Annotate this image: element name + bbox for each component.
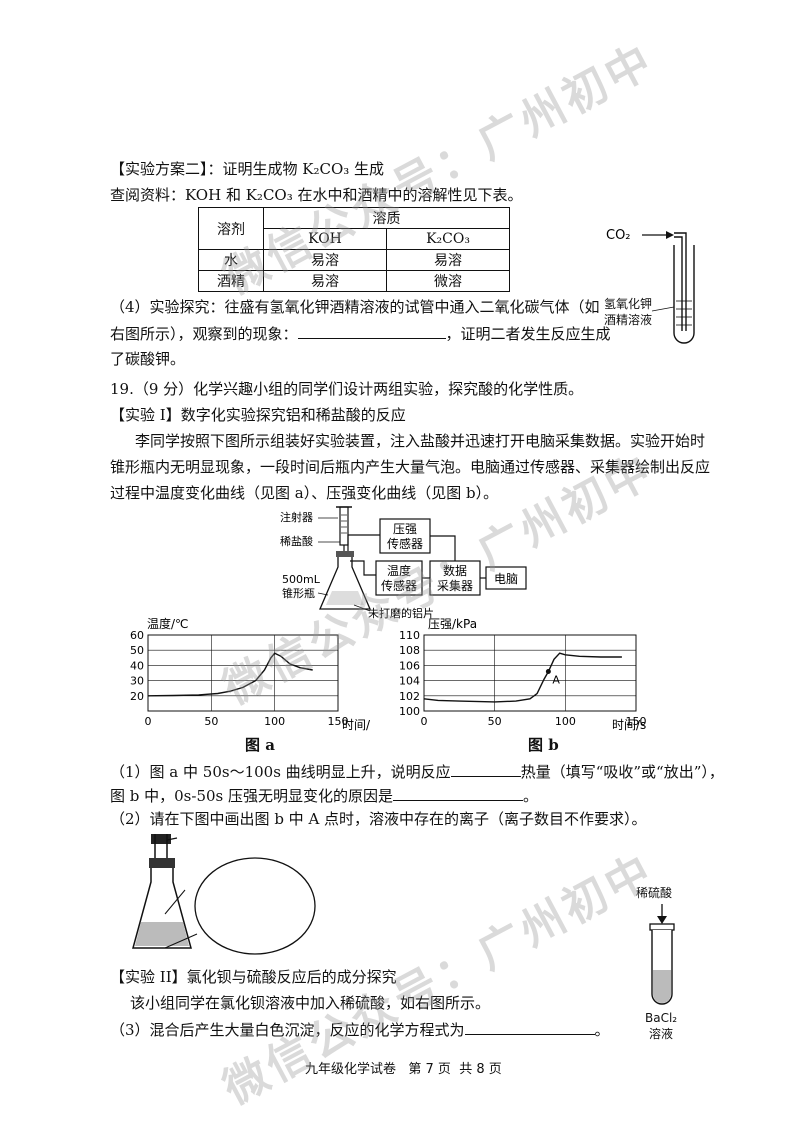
gas-tube bbox=[674, 232, 687, 331]
q2-text: （2）请在下图中画出图 b 中 A 点时，溶液中存在的离子（离子数目不作要求）。 bbox=[110, 810, 647, 828]
foil-label: 未打磨的铝片 bbox=[368, 606, 434, 620]
reference-text: 查阅资料：KOH 和 K₂CO₃ 在水中和酒精中的溶解性见下表。 bbox=[110, 186, 523, 204]
q4-line3: 了碳酸钾。 bbox=[110, 350, 186, 368]
y-tick-label: 108 bbox=[399, 644, 420, 657]
q4-line1: （4）实验探究：往盛有氢氧化钾酒精溶液的试管中通入二氧化碳气体（如 bbox=[110, 298, 600, 316]
exp2-title: 【实验 II】氯化钡与硫酸反应后的成分探究 bbox=[110, 968, 397, 986]
temp-sensor-label-1: 温度 bbox=[387, 563, 411, 578]
chart-b-ylabel: 压强/kPa bbox=[428, 617, 477, 631]
apparatus-diagram: 压强 传感器 温度 传感器 数据 采集器 电脑 注射器 稀盐酸 500mL 锥形… bbox=[280, 506, 527, 620]
y-tick-label: 110 bbox=[399, 629, 420, 642]
tube-liquid-label: 氢氧化钾 酒精溶液 bbox=[604, 297, 653, 327]
x-tick-label: 50 bbox=[204, 715, 218, 728]
flask-zoom-figure bbox=[132, 834, 316, 955]
table-row: 酒精 易溶 微溶 bbox=[198, 270, 510, 292]
x-tick-label: 50 bbox=[488, 715, 502, 728]
exp1-p2: 锥形瓶内无明显现象，一段时间后瓶内产生大量气泡。电脑通过传感器、采集器绘制出反应 bbox=[110, 458, 711, 476]
x-tick-label: 150 bbox=[328, 715, 349, 728]
solvent-header: 溶剂 bbox=[198, 207, 264, 250]
point-a bbox=[545, 668, 551, 674]
liquid-lines bbox=[676, 300, 692, 326]
section-plan2-title: 【实验方案二】：证明生成物 K₂CO₃ 生成 bbox=[110, 160, 385, 178]
y-tick-label: 104 bbox=[399, 675, 420, 688]
flask-label-2: 锥形瓶 bbox=[282, 586, 315, 600]
collector-label-1: 数据 bbox=[443, 563, 467, 578]
exp1-p3: 过程中温度变化曲线（见图 a）、压强变化曲线（见图 b）。 bbox=[110, 484, 499, 502]
bacl2-tube-figure bbox=[649, 904, 675, 1005]
chart-b-xlabel: 时间/s bbox=[612, 718, 646, 732]
exp1-p1: 李同学按照下图所示组装好实验装置，注入盐酸并迅速打开电脑采集数据。实验开始时 bbox=[135, 432, 706, 450]
temp-sensor-box bbox=[375, 560, 423, 596]
y-tick-label: 60 bbox=[130, 629, 144, 642]
chart-a-series bbox=[147, 652, 313, 697]
chart-a-ticks: 20 30 40 50 60 0 50 100 150 bbox=[130, 629, 349, 728]
hcl-label: 稀盐酸 bbox=[280, 534, 313, 548]
x-tick-label: 100 bbox=[555, 715, 576, 728]
table-cell: 易溶 bbox=[386, 249, 510, 271]
flask-solution bbox=[135, 922, 189, 946]
y-tick-label: 50 bbox=[130, 644, 144, 657]
x-tick-label: 150 bbox=[626, 715, 647, 728]
q1-line1: （1）图 a 中 50s～100s 曲线明显上升，说明反应热量（填写“吸收”或“… bbox=[110, 760, 724, 783]
table-cell: 水 bbox=[198, 249, 264, 271]
chart-a-xlabel: 时间/s bbox=[342, 718, 370, 732]
chart-b-caption: 图 b bbox=[528, 736, 559, 754]
col-k2co3: K₂CO₃ bbox=[386, 228, 510, 250]
chart-a-caption: 图 a bbox=[245, 736, 275, 754]
x-tick-label: 100 bbox=[264, 715, 285, 728]
co2-label: CO₂ bbox=[606, 228, 631, 243]
x-tick-label: 0 bbox=[145, 715, 152, 728]
chart-b-ticks: 100 102 104 106 108 110 0 50 100 150 bbox=[399, 629, 647, 728]
test-tube bbox=[673, 245, 695, 344]
pressure-sensor-label-2: 传感器 bbox=[387, 536, 423, 551]
answer-blank[interactable] bbox=[297, 322, 446, 339]
bacl2-solution bbox=[653, 970, 671, 1003]
q1-line2: 图 b 中，0s-50s 压强无明显变化的原因是。 bbox=[110, 784, 538, 807]
co2-tube-figure: CO₂ bbox=[606, 228, 695, 344]
q4-line2: 右图所示），观察到的现象：，证明二者发生反应生成 bbox=[110, 322, 611, 345]
chart-a: 温度/℃ 时间/s 20 30 40 50 60 0 50 100 150 bbox=[130, 616, 370, 732]
bacl2-label: BaCl₂ 溶液 bbox=[645, 1011, 678, 1041]
table-cell: 酒精 bbox=[198, 270, 264, 292]
y-tick-label: 102 bbox=[399, 690, 420, 703]
temp-sensor-label-2: 传感器 bbox=[381, 578, 417, 593]
chart-b-grid bbox=[423, 634, 637, 712]
ion-drawing-circle[interactable] bbox=[194, 857, 316, 955]
y-tick-label: 100 bbox=[399, 705, 420, 718]
solubility-table: 溶剂 溶质 KOH K₂CO₃ 水 易溶 易溶 酒精 易溶 微溶 bbox=[198, 207, 510, 292]
page-footer: 九年级化学试卷 第 7 页 共 8 页 bbox=[305, 1062, 502, 1077]
y-tick-label: 106 bbox=[399, 659, 420, 672]
y-tick-label: 20 bbox=[130, 690, 144, 703]
q3-line: （3）混合后产生大量白色沉淀，反应的化学方程式为。 bbox=[110, 1018, 610, 1041]
answer-blank[interactable] bbox=[450, 760, 521, 777]
answer-blank[interactable] bbox=[464, 1018, 595, 1035]
plot-frame bbox=[423, 634, 637, 712]
chart-a-ylabel: 温度/℃ bbox=[147, 616, 189, 631]
x-tick-label: 0 bbox=[421, 715, 428, 728]
syringe-icon bbox=[339, 506, 349, 546]
exp2-p1: 该小组同学在氯化钡溶液中加入稀硫酸，如右图所示。 bbox=[130, 994, 491, 1012]
y-tick-label: 40 bbox=[130, 659, 144, 672]
pressure-sensor-box bbox=[379, 518, 431, 554]
table-cell: 微溶 bbox=[386, 270, 510, 292]
exp1-title: 【实验 I】数字化实验探究铝和稀盐酸的反应 bbox=[110, 406, 406, 424]
series-line bbox=[423, 652, 622, 703]
sulfuric-acid-label: 稀硫酸 bbox=[636, 886, 673, 900]
table-row: 水 易溶 易溶 bbox=[198, 249, 510, 271]
y-tick-label: 30 bbox=[130, 675, 144, 688]
chart-b-series: A bbox=[423, 652, 622, 703]
syringe-label: 注射器 bbox=[280, 510, 313, 524]
pressure-sensor-label-1: 压强 bbox=[393, 522, 417, 536]
answer-blank[interactable] bbox=[393, 784, 524, 801]
series-line bbox=[147, 652, 313, 697]
collector-label-2: 采集器 bbox=[437, 578, 473, 593]
q19-intro: 19.（9 分）化学兴趣小组的同学们设计两组实验，探究酸的化学性质。 bbox=[110, 380, 584, 398]
flask-label-1: 500mL bbox=[282, 573, 321, 586]
point-a-label: A bbox=[552, 673, 560, 686]
computer-label: 电脑 bbox=[494, 572, 518, 586]
